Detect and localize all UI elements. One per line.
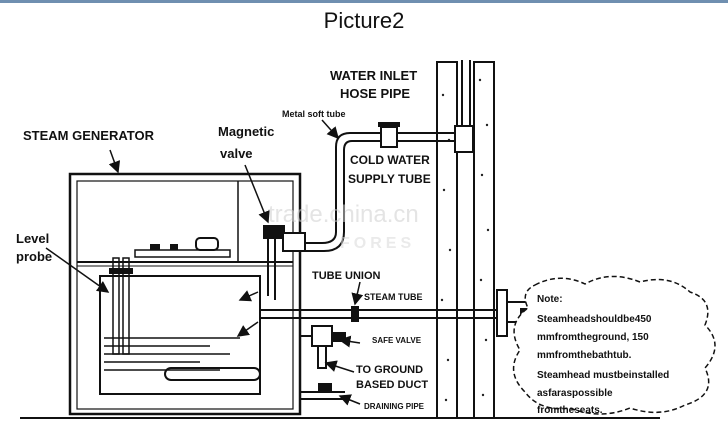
label-cold-water: COLD WATER (350, 153, 430, 167)
label-water-inlet: WATER INLET (330, 68, 417, 83)
note-cloud (512, 275, 716, 415)
metal-soft-tube (303, 132, 455, 252)
label-safe-valve: SAFE VALVE (372, 336, 422, 345)
leader-arrows (45, 119, 364, 406)
label-tube-union: TUBE UNION (312, 270, 381, 282)
water-inlet-pipe (454, 60, 474, 153)
label-steam-tube: STEAM TUBE (364, 292, 423, 302)
diagram-title: Picture2 (323, 8, 405, 33)
inlet-valve (378, 122, 400, 148)
note-line-4: mmfromthebathtub. (537, 350, 632, 361)
steam-generator (68, 172, 302, 416)
label-based-duct: BASED DUCT (356, 379, 428, 391)
note-line-7: fromtheseats. (537, 405, 603, 416)
installation-note: Note: Steamheadshouldbe450 mmfromthegrou… (537, 294, 669, 416)
safe-valve (300, 325, 346, 369)
label-valve: valve (220, 146, 253, 161)
label-draining-pipe: DRAINING PIPE (364, 402, 425, 411)
label-level: Level (16, 231, 49, 246)
label-supply-tube: SUPPLY TUBE (348, 172, 431, 186)
note-line-6: asfaraspossible (537, 388, 613, 399)
label-to-ground: TO GROUND (356, 364, 423, 376)
diagram-labels: WATER INLET HOSE PIPE Metal soft tube CO… (16, 68, 431, 411)
watermark-text: trade.china.cn (268, 201, 419, 228)
label-metal-soft-tube: Metal soft tube (282, 109, 346, 119)
label-magnetic: Magnetic (218, 124, 274, 139)
note-line-3: mmfromtheground, 150 (537, 332, 649, 343)
label-hose-pipe: HOSE PIPE (340, 86, 410, 101)
top-border (0, 0, 728, 3)
magnetic-valve (263, 225, 306, 300)
draining-pipe (300, 383, 345, 400)
wall (436, 61, 495, 419)
watermark-sub: FORES (340, 235, 415, 252)
note-line-2: Steamheadshouldbe450 (537, 314, 652, 325)
note-line-5: Steamhead mustbeinstalled (537, 370, 669, 381)
label-steam-generator: STEAM GENERATOR (23, 128, 155, 143)
watermark: trade.china.cn FORES (268, 201, 419, 252)
label-probe: probe (16, 249, 52, 264)
note-line-1: Note: (537, 294, 563, 305)
steam-tube (260, 306, 510, 322)
